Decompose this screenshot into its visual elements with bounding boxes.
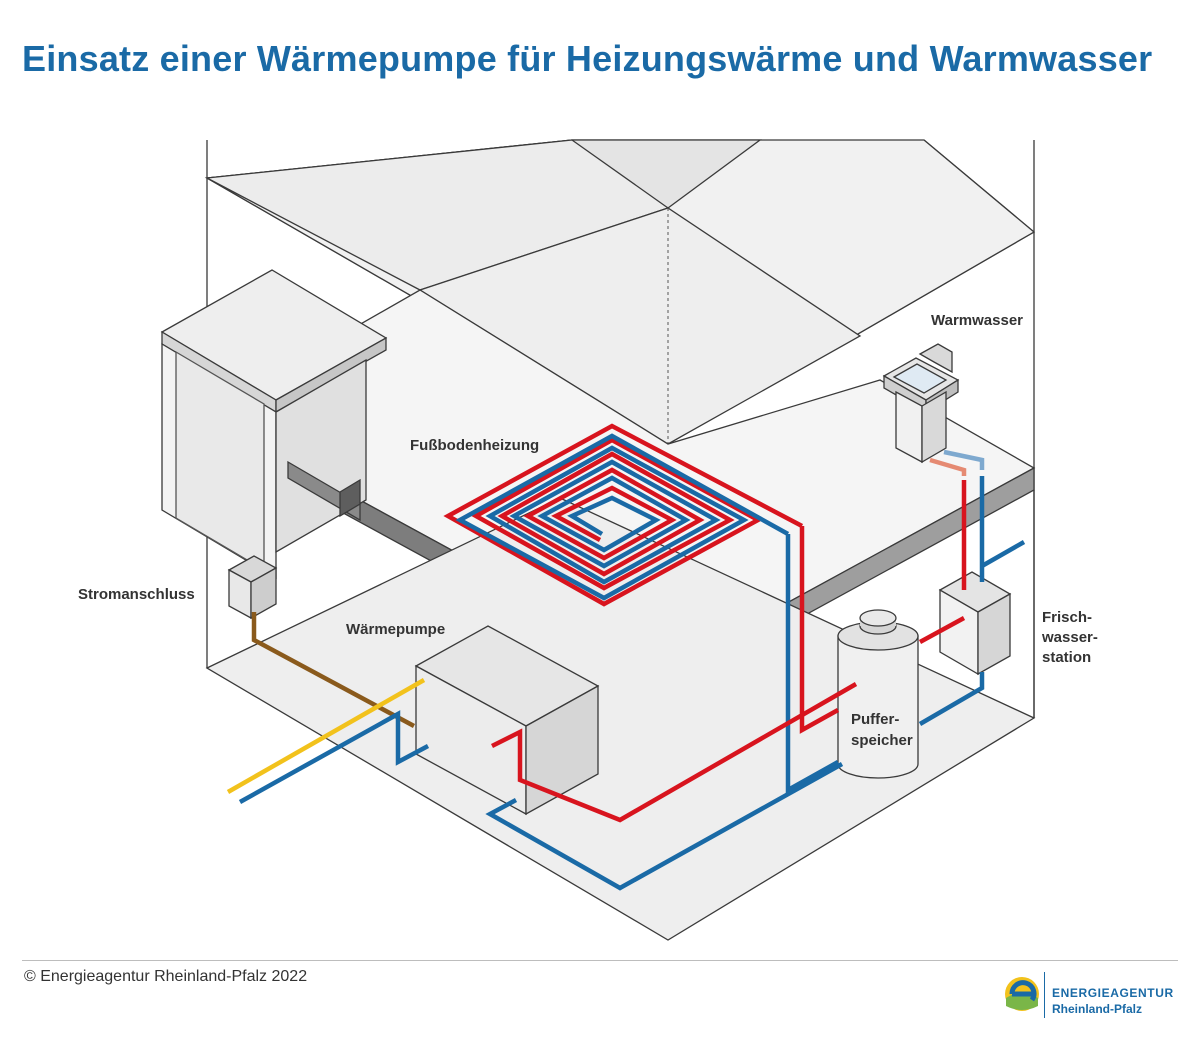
label-puffer-1: Puffer-	[851, 711, 899, 728]
fresh-water-station	[938, 571, 1012, 676]
floor-heating-flow	[799, 526, 840, 734]
power-line	[251, 612, 416, 728]
heat-pump-flow	[490, 682, 858, 823]
floor-heating-spiral-red	[443, 423, 804, 607]
cold-water-to-sink	[943, 449, 985, 470]
logo-text-line1: ENERGIEAGENTUR	[1052, 986, 1174, 1000]
label-frischwasser-1: Frisch-	[1042, 609, 1092, 626]
label-warmwasser: Warmwasser	[931, 312, 1023, 329]
cold-water-inlet	[980, 540, 1026, 568]
heat-pump-unit	[414, 625, 600, 816]
copyright-text: © Energieagentur Rheinland-Pfalz 2022	[24, 968, 308, 985]
warm-water-to-sink	[929, 457, 967, 476]
page-title: Einsatz einer Wärmepumpe für Heizungswär…	[22, 38, 1153, 79]
label-frischwasser-2: wasser-	[1041, 629, 1098, 646]
label-fussbodenheizung: Fußbodenheizung	[410, 437, 539, 454]
heat-pump-diagram: Warmwasser Fußbodenheizung Stromanschlus…	[78, 139, 1098, 941]
ambient-source-line	[226, 678, 426, 794]
footer-divider	[22, 960, 1178, 961]
sun-e-icon	[1005, 977, 1039, 1011]
pipes	[226, 423, 1026, 891]
logo-text-line2: Rheinland-Pfalz	[1052, 1002, 1143, 1016]
buffer-tank	[837, 609, 919, 779]
ambient-return-line	[238, 710, 430, 804]
floor-heating-return	[785, 534, 840, 794]
label-waermepumpe: Wärmepumpe	[346, 621, 445, 638]
station-return	[918, 672, 985, 726]
label-stromanschluss: Stromanschluss	[78, 586, 195, 603]
station-flow	[918, 616, 966, 644]
floor-heating-spiral-blue	[455, 433, 790, 601]
sink	[882, 343, 960, 464]
ceiling	[204, 139, 1036, 445]
logo-divider	[1044, 972, 1045, 1018]
label-frischwasser-3: station	[1042, 649, 1091, 666]
label-puffer-2: speicher	[851, 732, 913, 749]
power-cabinet	[160, 269, 388, 620]
heat-pump-return	[485, 762, 844, 891]
energieagentur-logo: ENERGIEAGENTUR Rheinland-Pfalz	[1002, 968, 1182, 1024]
